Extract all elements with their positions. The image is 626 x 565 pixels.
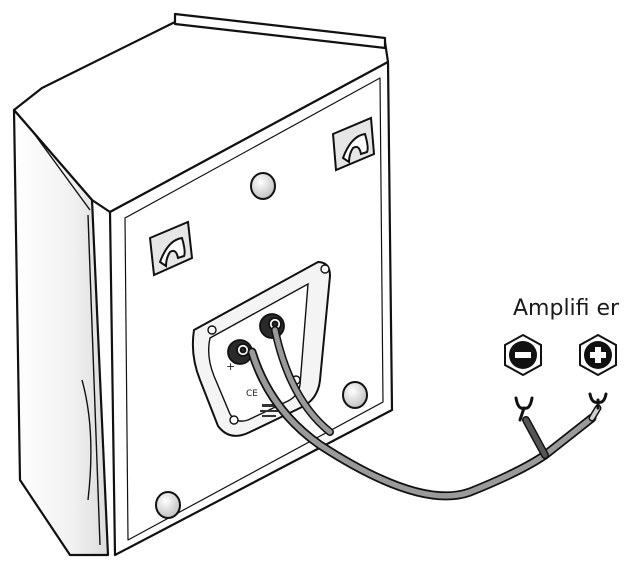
ce-mark: CE <box>246 389 258 399</box>
speaker-cabinet-icon <box>12 12 394 557</box>
negative-terminal-icon <box>504 333 542 377</box>
wall-mount-bracket-icon <box>148 220 194 277</box>
positive-terminal-icon <box>579 333 617 377</box>
amplifier-label: Amplifi er <box>513 296 620 321</box>
binding-post-icon <box>227 339 253 365</box>
wall-mount-bracket-icon <box>331 116 376 172</box>
screw-cover-icon <box>155 172 368 519</box>
spade-connector-icon <box>588 392 608 410</box>
rating-plate <box>260 404 278 417</box>
speaker-plus-mark: + <box>226 360 235 373</box>
speaker-cable <box>247 326 602 501</box>
spade-connector-icon <box>514 396 534 422</box>
